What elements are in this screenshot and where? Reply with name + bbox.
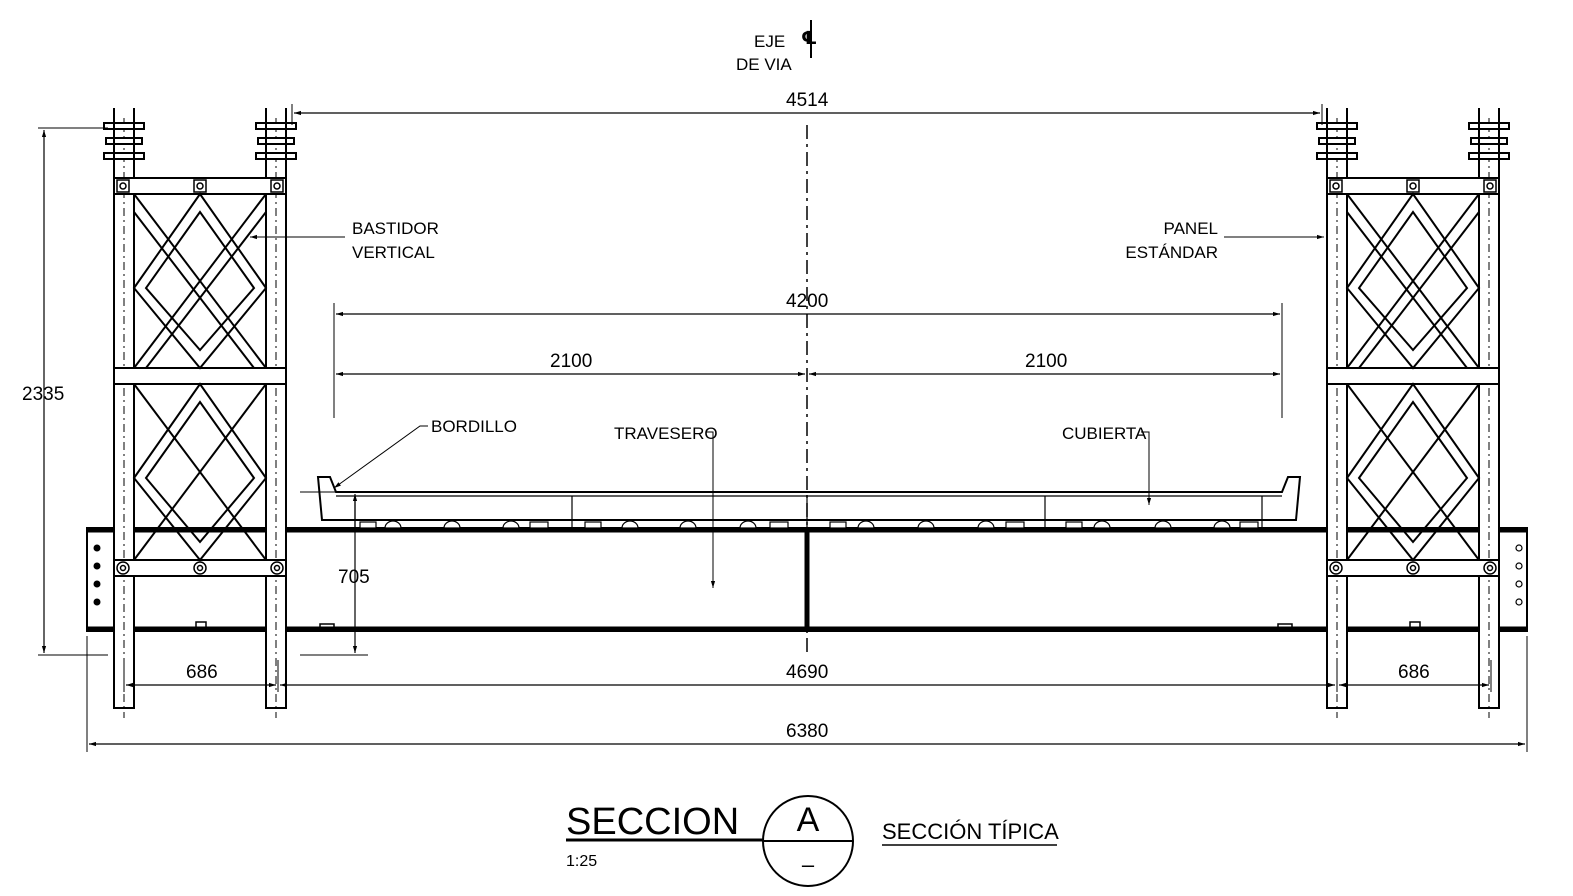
svg-text:BORDILLO: BORDILLO	[431, 417, 517, 436]
svg-text:BASTIDOR: BASTIDOR	[352, 219, 439, 238]
svg-text:CUBIERTA: CUBIERTA	[1062, 424, 1147, 443]
section-mark-sheet: –	[802, 852, 815, 877]
label-travesero: TRAVESERO	[614, 424, 718, 588]
section-mark-bubble	[762, 795, 854, 887]
dimension-frame-right: 686	[1398, 662, 1430, 683]
svg-text:℄: ℄	[801, 28, 817, 48]
dimension-center-span: 4690	[786, 662, 828, 683]
svg-text:4200: 4200	[786, 291, 828, 312]
section-mark-letter: A	[797, 801, 820, 839]
beam-end-holes-right	[1515, 544, 1523, 606]
dimension-half-right: 2100	[809, 351, 1280, 377]
svg-text:705: 705	[338, 567, 370, 588]
dimension-overall: 6380	[86, 636, 1528, 752]
svg-text:2100: 2100	[550, 351, 592, 372]
label-bastidor: BASTIDOR VERTICAL	[250, 219, 439, 262]
axis-label-line2: DE VIA	[736, 55, 792, 74]
label-panel: PANEL ESTÁNDAR	[1125, 219, 1324, 262]
axis-label-line1: EJE	[754, 32, 785, 51]
dimension-bottom-row	[123, 660, 1492, 692]
section-scale: 1:25	[566, 853, 597, 870]
svg-text:4514: 4514	[786, 90, 829, 111]
svg-text:PANEL: PANEL	[1164, 219, 1219, 238]
svg-text:VERTICAL: VERTICAL	[352, 243, 435, 262]
dimension-left-height: 2335	[22, 127, 108, 656]
dimension-top-span: 4514	[291, 90, 1323, 125]
label-bordillo: BORDILLO	[333, 417, 517, 489]
label-cubierta: CUBIERTA	[1062, 424, 1152, 505]
dimension-frame-left: 686	[186, 662, 218, 683]
svg-text:2100: 2100	[1025, 351, 1067, 372]
deck	[316, 476, 1302, 529]
svg-text:2335: 2335	[22, 384, 64, 405]
dimension-half-left: 2100	[336, 351, 805, 377]
centerline-symbol: ℄	[801, 20, 817, 58]
svg-text:ESTÁNDAR: ESTÁNDAR	[1125, 243, 1218, 262]
dimension-inner-span: 4200	[333, 291, 1283, 418]
section-subtitle: SECCIÓN TÍPICA	[882, 819, 1059, 844]
section-title: SECCION	[566, 801, 739, 843]
beam-end-holes-left	[93, 544, 101, 606]
dimension-beam-height: 705	[300, 491, 370, 656]
svg-text:TRAVESERO: TRAVESERO	[614, 424, 718, 443]
svg-text:6380: 6380	[786, 721, 828, 742]
